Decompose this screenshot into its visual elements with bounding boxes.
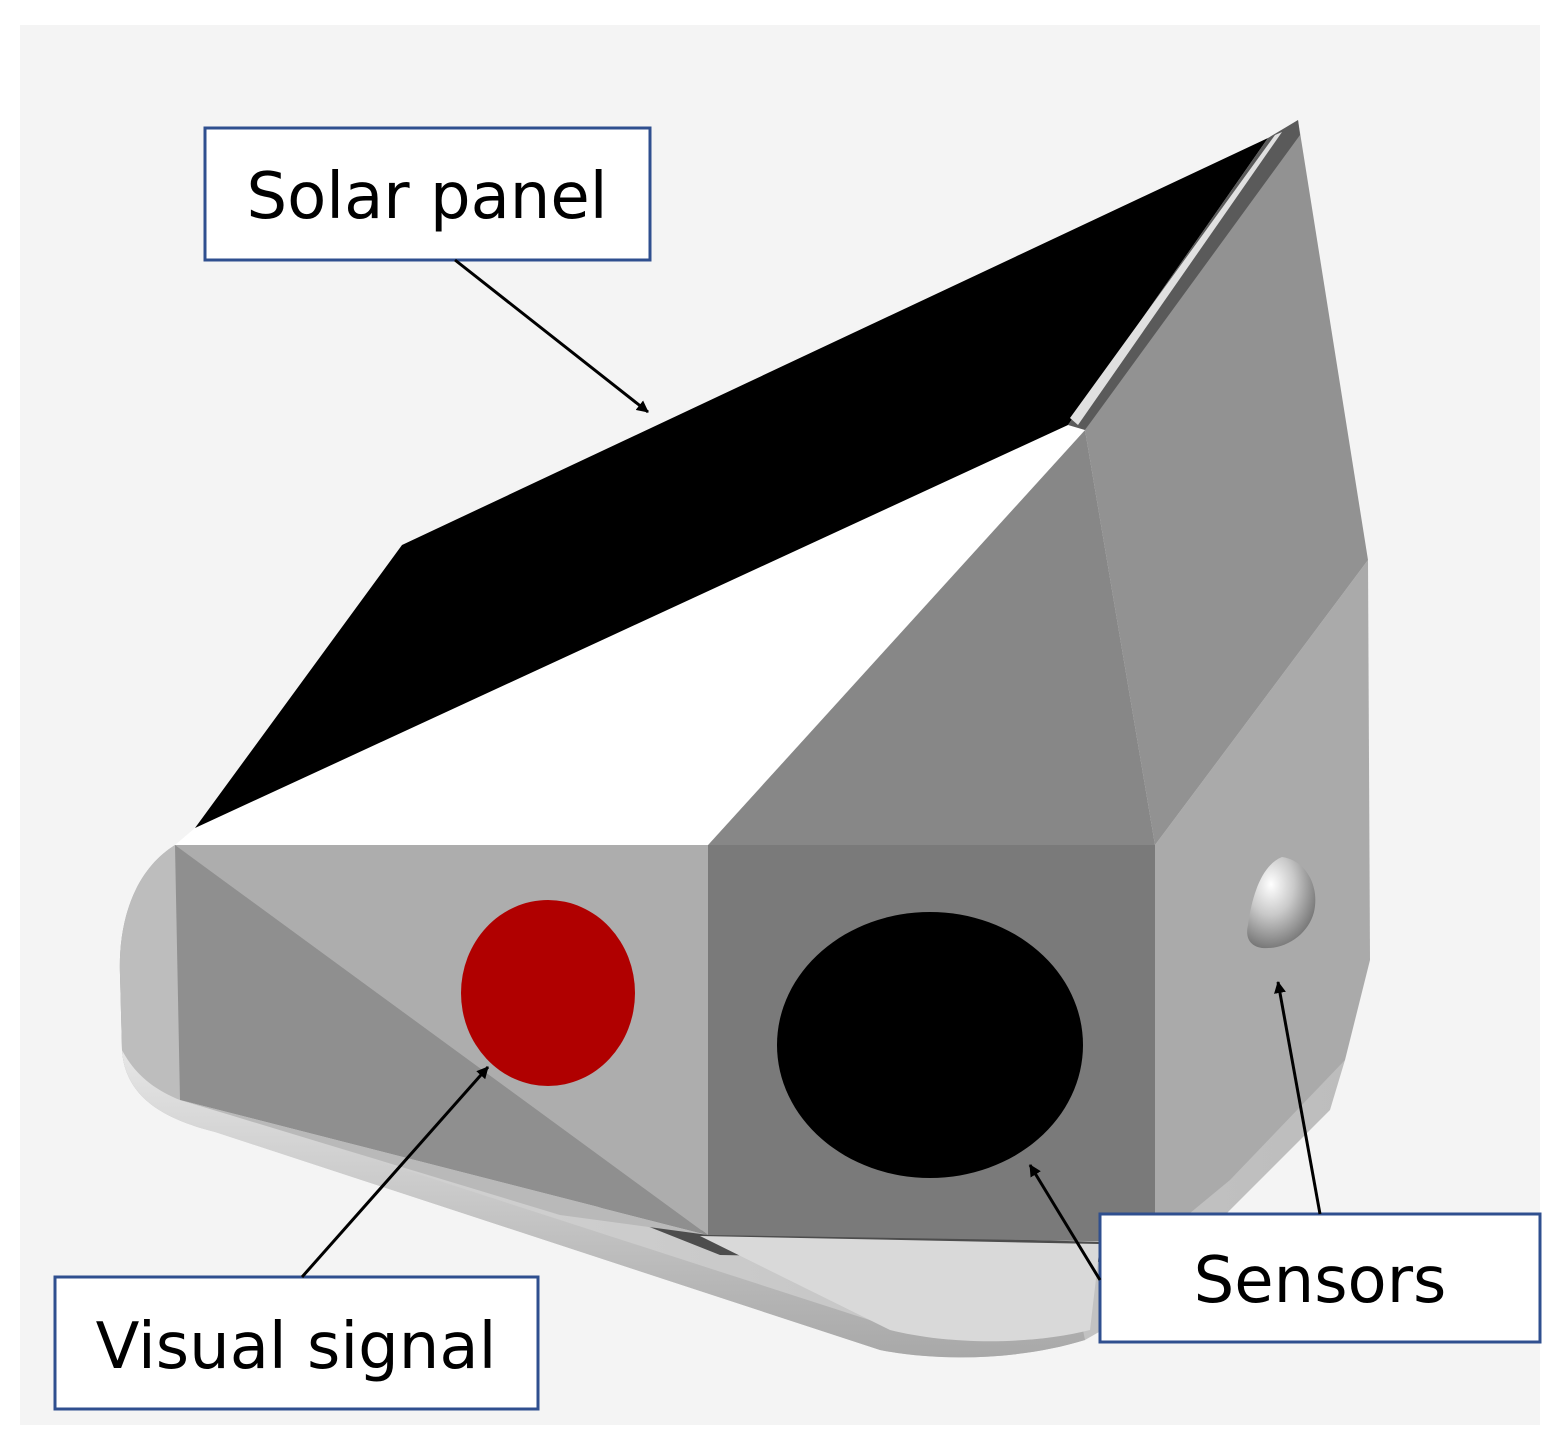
callout-sensors: Sensors	[1098, 1212, 1542, 1344]
callout-visual-signal-box	[53, 1275, 540, 1411]
arrow-dome-sensor	[1274, 981, 1322, 1215]
solar-panel-rim-highlight	[1070, 132, 1282, 425]
callout-solar-panel: Solar panel	[203, 126, 652, 262]
arrow-solar-panel	[454, 258, 649, 414]
callout-visual-signal-label: Visual signal	[96, 1310, 497, 1384]
visual-signal-led	[461, 900, 635, 1086]
solar-panel-shape	[195, 138, 1268, 828]
callout-visual-signal: Visual signal	[53, 1275, 540, 1411]
callout-sensors-label: Sensors	[1194, 1244, 1447, 1318]
top-white-face	[175, 425, 1085, 845]
arrow-visual-signal	[300, 1066, 490, 1278]
right-upper-face	[1085, 120, 1368, 845]
callout-solar-panel-label: Solar panel	[247, 160, 608, 234]
arrow-sensor-lens	[1028, 1164, 1102, 1281]
dome-sensor	[1247, 857, 1316, 949]
front-left-slope	[175, 845, 708, 1235]
callout-solar-panel-box	[203, 126, 652, 262]
sensor-lens	[777, 912, 1083, 1178]
base-light-strip	[700, 1236, 1100, 1342]
base-left-edge	[119, 845, 180, 1100]
front-left-slope-light	[180, 1100, 708, 1235]
center-slope-face	[708, 430, 1155, 845]
